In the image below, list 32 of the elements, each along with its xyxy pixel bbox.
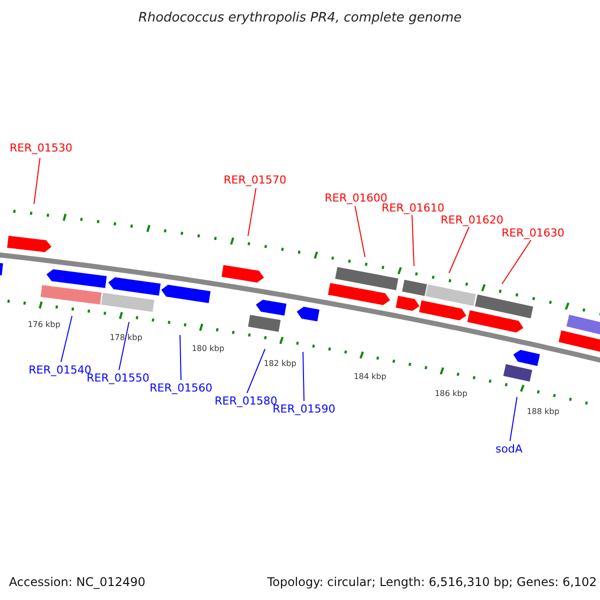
footer-text: Topology: circular; Length: 6,516,310 bp; Genes: 6,102 — [267, 576, 597, 588]
scale-label: 178 kbp — [110, 334, 142, 342]
gene-label: sodA — [496, 444, 522, 454]
leader-line — [248, 188, 256, 236]
scale-label: 186 kbp — [434, 390, 468, 398]
leader-line — [412, 214, 414, 266]
leader-line — [448, 226, 470, 274]
scale-label: 180 kbp — [192, 345, 224, 353]
leader-line — [118, 322, 130, 370]
gene-label: RER_01570 — [224, 174, 286, 186]
leader-line — [60, 316, 72, 362]
leader-line — [354, 206, 366, 258]
scale-label: 176 kbp — [28, 321, 60, 329]
gene-label: RER_01540 — [28, 364, 92, 376]
leader-line — [246, 348, 266, 394]
gene-label: RER_01610 — [382, 202, 444, 214]
gene-label: RER_01580 — [214, 396, 278, 406]
diagram-title: Rhodococcus erythropolis PR4, complete genome — [138, 12, 462, 24]
gene-label: RER_01620 — [440, 214, 504, 226]
leader-line — [502, 240, 532, 284]
gene-label: RER_01600 — [324, 192, 388, 204]
leader-line — [510, 396, 518, 442]
leader-line — [302, 352, 304, 402]
leader-line — [180, 334, 182, 380]
leader-line — [34, 158, 40, 204]
scale-label: 182 kbp — [264, 360, 296, 368]
gene-label: RER_01530 — [10, 142, 72, 154]
scale-label: 184 kbp — [354, 373, 386, 381]
gene-label: RER_01560 — [150, 382, 212, 394]
gene-label: RER_01630 — [502, 228, 564, 238]
footer-text: Accession: NC_012490 — [9, 576, 146, 588]
scale-label: 188 kbp — [526, 408, 560, 416]
